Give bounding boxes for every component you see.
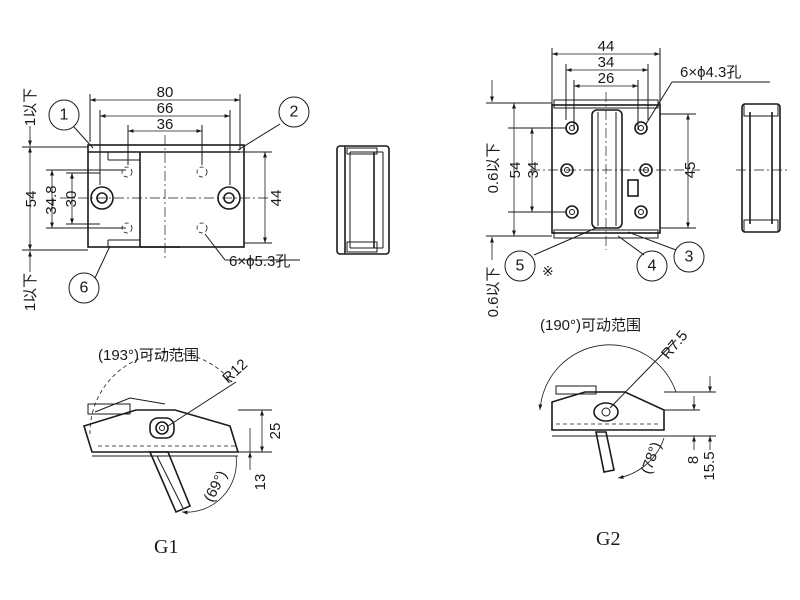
- g1-callout-2: [278, 96, 310, 128]
- g2-dim-34-vertical: 34: [525, 162, 542, 179]
- g2-dim-45: 45: [682, 162, 699, 179]
- g1-dim-80: 80: [157, 84, 174, 101]
- g1-dim-below-bottom: 1以下: [22, 273, 39, 311]
- g1-label: G1: [154, 536, 178, 558]
- g2-dim-26: 26: [598, 70, 615, 87]
- g2-angle-label: (78°): [638, 440, 665, 477]
- g2-hinge-barrel: [591, 109, 623, 229]
- g1-holes-label: 6×ϕ5.3孔: [229, 253, 290, 270]
- g1-dim-54: 54: [23, 191, 40, 208]
- g2-holes-label: 6×ϕ4.3孔: [680, 64, 741, 81]
- g2-dim-54: 54: [507, 162, 524, 179]
- g1-range-label: (193°)可动范围: [98, 347, 199, 364]
- g2-dim-34: 34: [598, 54, 615, 71]
- g1-dim-13: 13: [252, 474, 269, 491]
- g2-radius-label: R7.5: [658, 327, 691, 362]
- g2-note-mark: ※: [542, 263, 554, 279]
- g1-front-view: (193°)可动范围 R12 (69°) 25 13: [83, 347, 284, 515]
- g2-top-view: 44 34 26 6×ϕ4.3孔 0.6以下 0.6以下: [485, 38, 770, 317]
- g2-callout-3: [673, 241, 705, 273]
- g2-label: G2: [596, 528, 620, 550]
- svg-text:6: 6: [80, 280, 89, 297]
- g2-side-view: [736, 103, 790, 233]
- svg-text:2: 2: [290, 104, 299, 121]
- g1-dim-36: 36: [157, 116, 174, 133]
- g2-callout-5: [504, 250, 536, 282]
- svg-text:3: 3: [685, 249, 694, 266]
- g2-dim-15-5: 15.5: [701, 451, 718, 480]
- g2-dim-44: 44: [598, 38, 615, 55]
- g1-dim-44: 44: [268, 190, 285, 207]
- svg-text:5: 5: [516, 258, 525, 275]
- g1-mount-hole-right: [217, 186, 241, 210]
- g1-callout-6: [68, 272, 100, 304]
- g1-dim-30: 30: [63, 191, 80, 208]
- g1-mount-hole-left: [90, 186, 114, 210]
- g2-front-view: (190°)可动范围 R7.5 (78°) 8 15.5: [538, 317, 718, 481]
- g1-side-view: [336, 145, 390, 255]
- g1-dim-25: 25: [267, 423, 284, 440]
- g1-callout-1: [48, 99, 80, 131]
- g1-angle-label: (69°): [201, 468, 231, 505]
- g1-dim-below-top: 1以下: [22, 88, 39, 126]
- g2-range-label: (190°)可动范围: [540, 317, 641, 334]
- g2-dim-8: 8: [685, 456, 702, 464]
- g1-top-view: 80 66 36: [22, 84, 310, 311]
- g2-callout-4: [636, 250, 668, 282]
- g1-dim-66: 66: [157, 100, 174, 117]
- svg-text:1: 1: [60, 107, 69, 124]
- g2-dim-below-bottom: 0.6以下: [485, 267, 502, 318]
- g1-dim-34-8: 34.8: [43, 185, 60, 214]
- g1-radius-label: R12: [219, 356, 251, 387]
- g2-dim-below-top: 0.6以下: [485, 143, 502, 194]
- svg-text:4: 4: [648, 258, 657, 275]
